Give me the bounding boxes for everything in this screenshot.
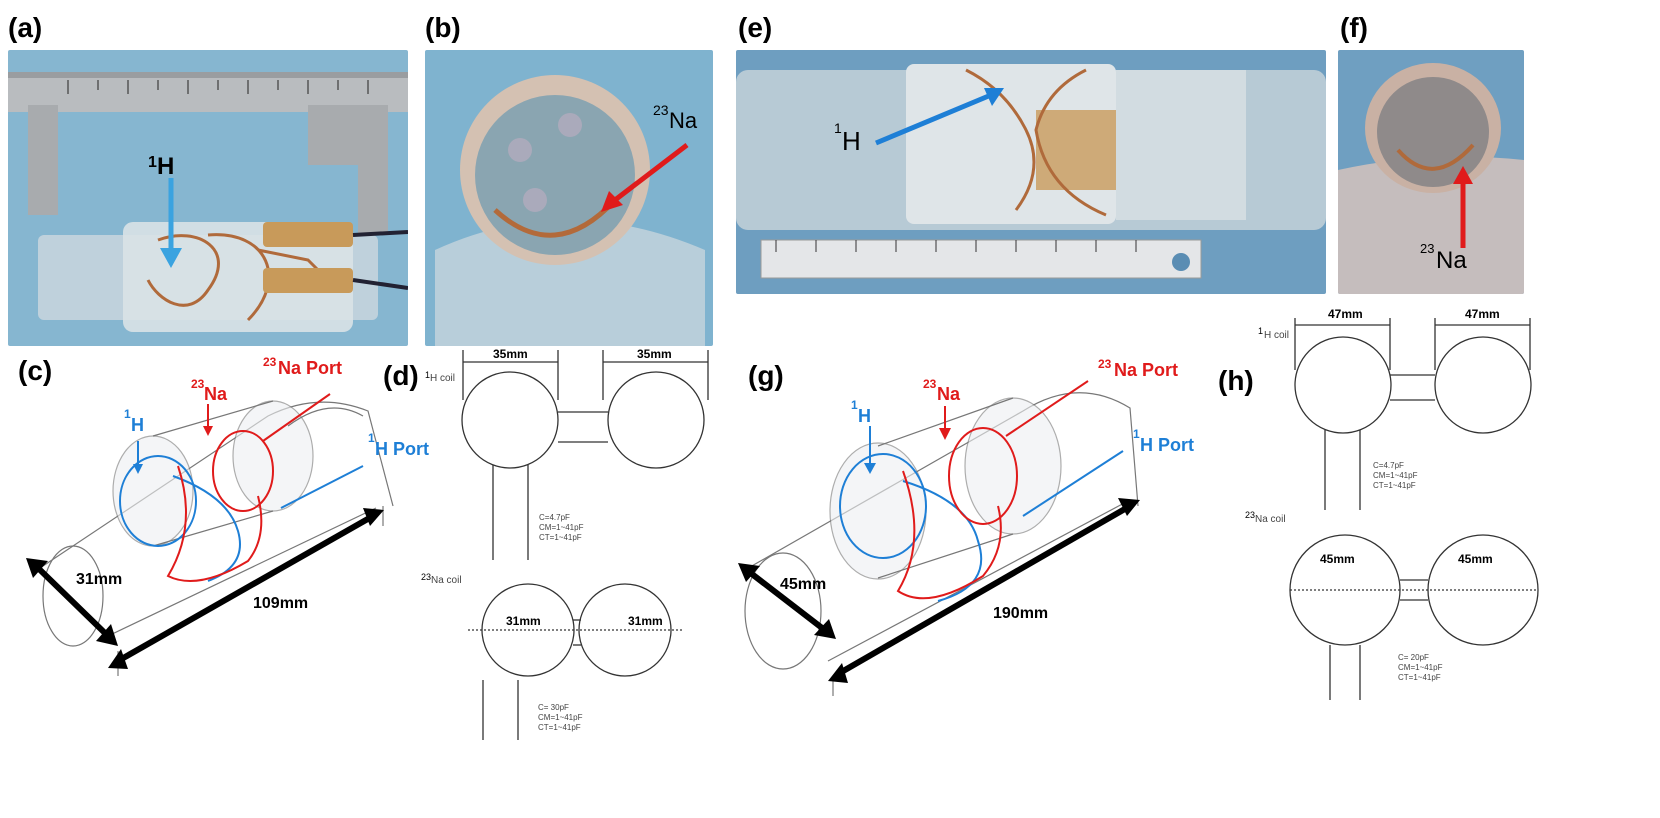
g-h-sup: 1 — [851, 398, 858, 412]
diagram-c-small-coil: 23 Na Port 23 Na 1 H 1 H Port 31mm 109mm — [26, 356, 429, 676]
g-diameter-label: 45mm — [780, 576, 826, 593]
panel-label-h: (h) — [1218, 365, 1254, 396]
panel-label-g: (g) — [748, 360, 784, 391]
d-h-dim-right: 35mm — [637, 347, 672, 361]
c-na-port-sup: 23 — [263, 356, 277, 369]
photo-b-na-sup: 23 — [653, 102, 669, 118]
h-na-coil-sup: 23 — [1245, 510, 1255, 520]
panel-label-f: (f) — [1340, 12, 1368, 43]
photo-f-end-view: 23 Na — [1338, 50, 1524, 294]
photo-b-end-view: 23 Na — [425, 50, 713, 346]
photo-a-h-sup: 1 — [148, 154, 157, 171]
g-na-port-sup: 23 — [1098, 357, 1112, 371]
h-h-dim-left: 47mm — [1328, 307, 1363, 321]
g-na-sup: 23 — [923, 377, 937, 391]
h-h-coil-label: H coil — [1264, 330, 1289, 341]
photo-b-na-label: Na — [669, 108, 698, 133]
photo-e-large-coil: 1 H — [736, 50, 1326, 294]
diagram-g-large-coil: 23 Na Port 23 Na 1 H 1 H Port 45mm 190mm — [738, 357, 1194, 696]
c-length-label: 109mm — [253, 595, 308, 612]
g-na-label: Na — [937, 384, 961, 404]
panel-label-a: (a) — [8, 12, 43, 43]
c-na-sup: 23 — [191, 377, 205, 391]
c-na-label: Na — [204, 384, 228, 404]
h-na-coil-label: Na coil — [1255, 514, 1286, 525]
c-na-port-label: Na Port — [278, 358, 342, 378]
panel-label-e: (e) — [738, 12, 773, 43]
d-h-coil-sup: 1 — [425, 370, 430, 380]
panel-label-c: (c) — [18, 355, 53, 386]
panel-label-d: (d) — [383, 360, 419, 391]
g-h-port-sup: 1 — [1133, 427, 1140, 441]
g-na-port-label: Na Port — [1114, 360, 1178, 380]
panel-label-b: (b) — [425, 12, 461, 43]
h-h-dim-right: 47mm — [1465, 307, 1500, 321]
photo-f-na-label: Na — [1436, 247, 1467, 274]
d-na-coil-sup: 23 — [421, 572, 431, 582]
photo-e-h-label: H — [842, 126, 861, 156]
h-na-dim-left: 45mm — [1320, 552, 1355, 566]
c-diameter-label: 31mm — [76, 571, 122, 588]
c-h-sup: 1 — [124, 407, 131, 421]
d-na-dim-left: 31mm — [506, 614, 541, 628]
photo-a-h-label: H — [157, 153, 174, 180]
photo-a-small-coil: 1 H — [8, 50, 408, 346]
photo-e-h-sup: 1 — [834, 120, 842, 136]
c-h-port-sup: 1 — [368, 431, 375, 445]
d-na-dim-right: 31mm — [628, 614, 663, 628]
g-h-label: H — [858, 406, 871, 426]
d-h-dim-left: 35mm — [493, 347, 528, 361]
d-h-coil-label: H coil — [430, 373, 455, 384]
g-h-port-label: H Port — [1140, 435, 1194, 455]
h-na-dim-right: 45mm — [1458, 552, 1493, 566]
c-h-label: H — [131, 415, 144, 435]
photo-f-na-sup: 23 — [1420, 241, 1434, 256]
h-h-coil-sup: 1 — [1258, 326, 1263, 336]
g-length-label: 190mm — [993, 605, 1048, 622]
d-na-coil-label: Na coil — [431, 575, 462, 586]
c-h-port-label: H Port — [375, 439, 429, 459]
